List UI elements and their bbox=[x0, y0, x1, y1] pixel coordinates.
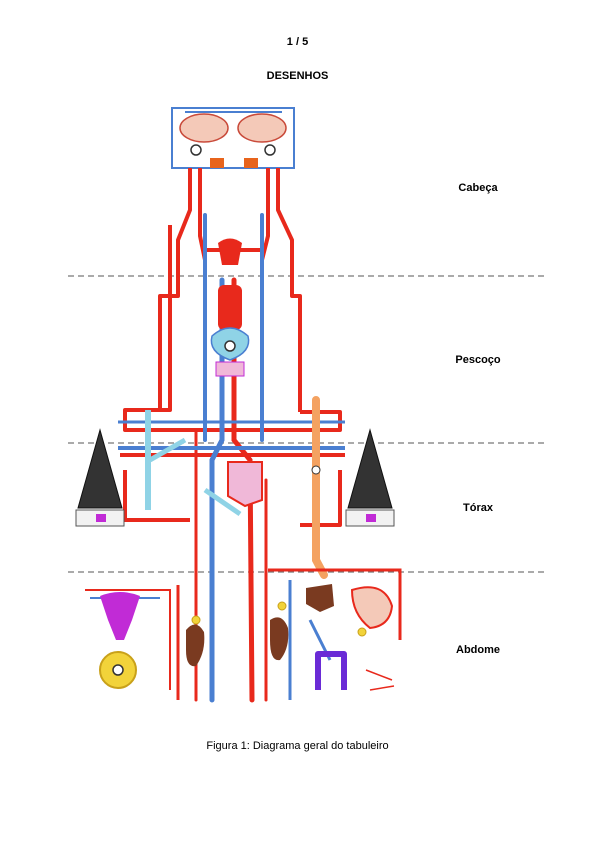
stomach bbox=[350, 586, 394, 630]
intestine bbox=[315, 651, 347, 690]
heart-structure bbox=[203, 461, 321, 517]
region-label-head: Cabeça bbox=[458, 182, 498, 194]
abdominal-organs bbox=[99, 584, 395, 691]
region-label-abdomen: Abdome bbox=[456, 644, 500, 656]
board-diagram bbox=[68, 107, 545, 703]
thoracic-vessels bbox=[118, 396, 345, 579]
liver bbox=[306, 584, 334, 612]
neck-structures bbox=[210, 238, 250, 377]
region-label-thorax: Tórax bbox=[463, 502, 493, 514]
bladder-uterus bbox=[100, 592, 140, 640]
page-number: 1 / 5 bbox=[286, 36, 309, 48]
right-kidney bbox=[270, 617, 289, 661]
orange-vessel bbox=[312, 396, 328, 579]
head-structures bbox=[171, 107, 295, 169]
region-label-neck: Pescoço bbox=[455, 354, 501, 366]
figure-caption: Figura 1: Diagrama geral do tabuleiro bbox=[206, 740, 389, 752]
abdominal-frame bbox=[85, 568, 402, 700]
section-title: DESENHOS bbox=[266, 70, 329, 82]
left-kidney bbox=[186, 624, 205, 667]
right-thorax-board bbox=[345, 428, 395, 527]
left-thorax-board bbox=[75, 428, 125, 527]
region-separators bbox=[68, 275, 545, 573]
left-eye-structure bbox=[179, 113, 229, 143]
right-eye-structure bbox=[237, 113, 287, 143]
